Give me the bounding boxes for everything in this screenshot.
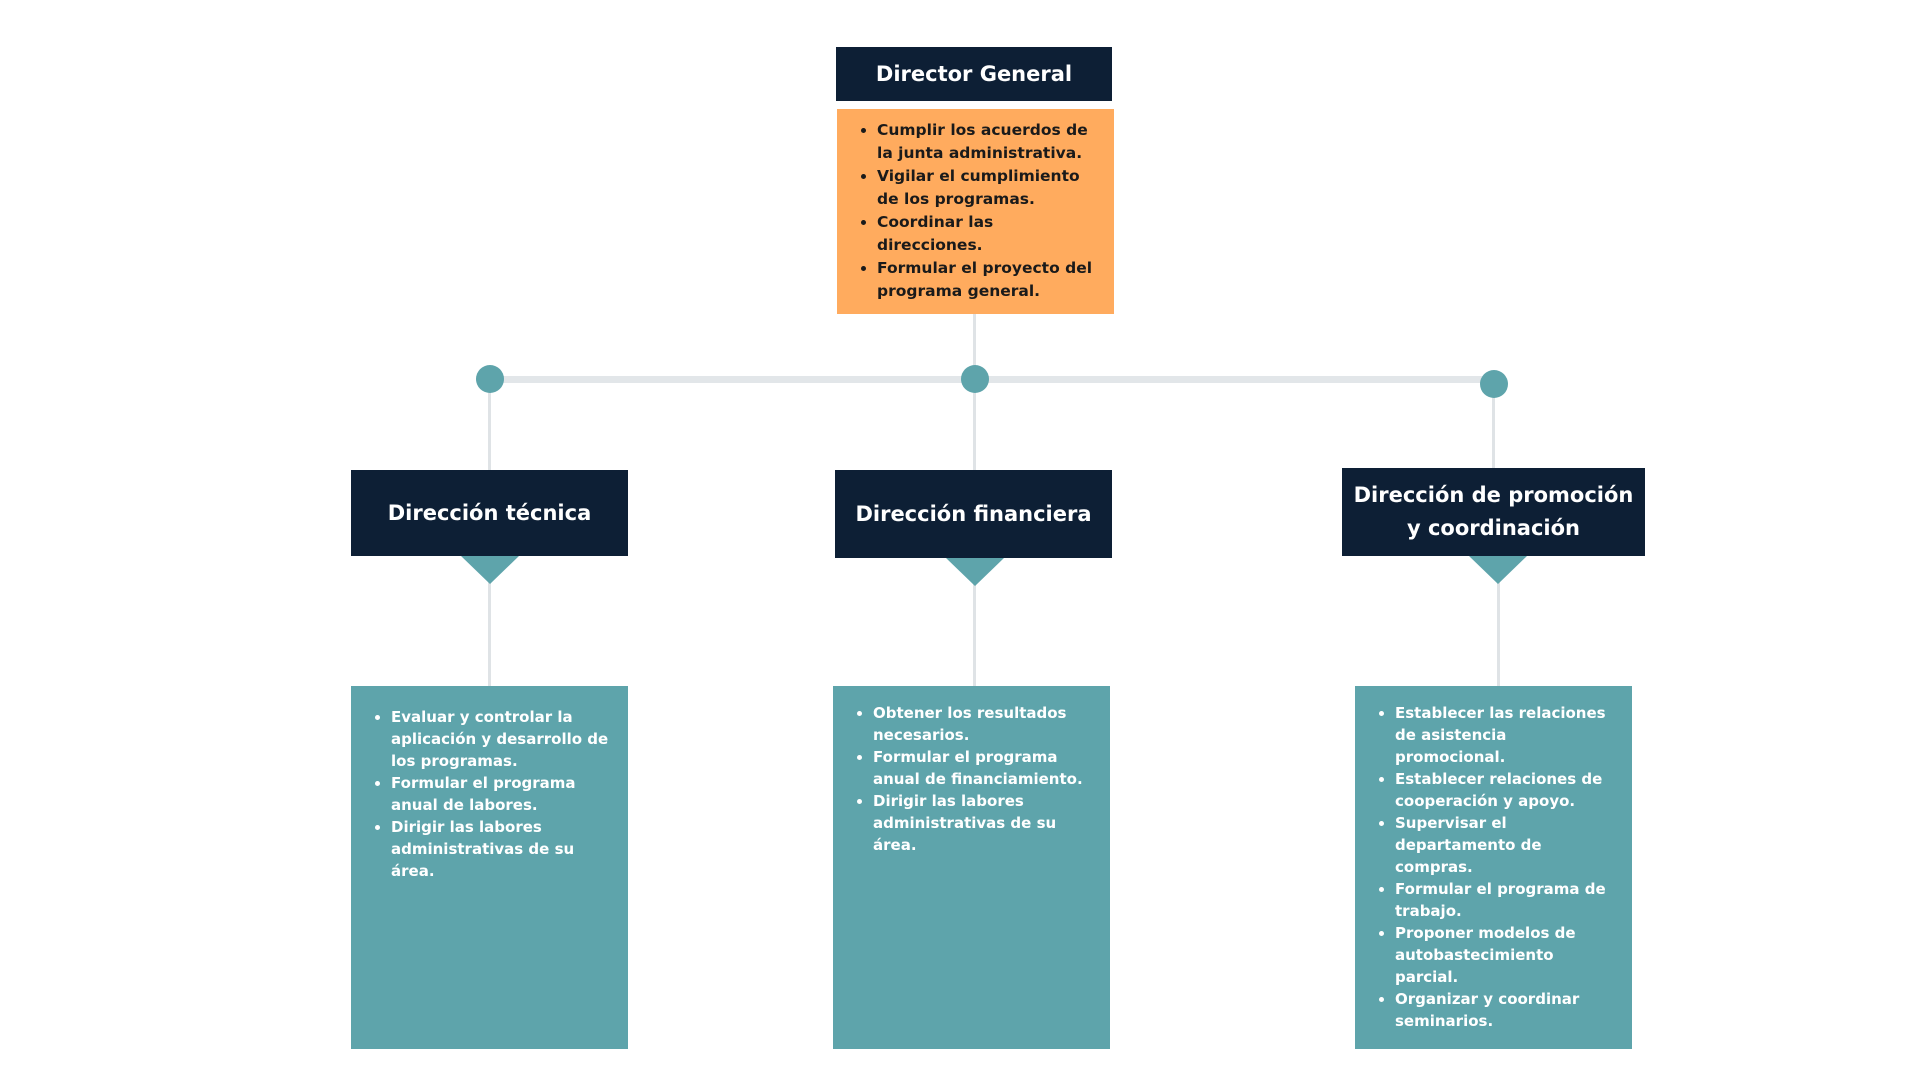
duty-item: Dirigir las labores administrativas de s… <box>873 790 1096 856</box>
director-duty: Vigilar el cumplimiento de los programas… <box>877 165 1104 211</box>
department-header-promocion: Dirección de promoción y coordinación <box>1342 468 1645 556</box>
connector-horizontal <box>488 376 1494 383</box>
node-dot-tecnica <box>476 365 504 393</box>
director-duty: Formular el proyecto del programa genera… <box>877 257 1104 303</box>
duty-item: Formular el programa anual de financiami… <box>873 746 1096 790</box>
department-header-financiera: Dirección financiera <box>835 470 1112 558</box>
department-duties-tecnica: Evaluar y controlar la aplicación y desa… <box>351 686 628 1049</box>
connector-tecnica-lower <box>488 580 491 686</box>
pointer-triangle-financiera <box>946 558 1004 586</box>
duty-item: Establecer relaciones de cooperación y a… <box>1395 768 1618 812</box>
director-duty: Cumplir los acuerdos de la junta adminis… <box>877 119 1104 165</box>
department-title: Dirección técnica <box>387 500 592 525</box>
connector-promocion-upper <box>1492 395 1495 470</box>
duty-item: Supervisar el departamento de compras. <box>1395 812 1618 878</box>
connector-promocion-lower <box>1497 580 1500 686</box>
department-title: Dirección financiera <box>855 501 1092 526</box>
department-duties-promocion: Establecer las relaciones de asistencia … <box>1355 686 1632 1049</box>
connector-tecnica-upper <box>488 392 491 472</box>
director-general-header: Director General <box>836 47 1112 101</box>
connector-financiera-lower <box>973 580 976 686</box>
department-duties-financiera: Obtener los resultados necesarios. Formu… <box>833 686 1110 1049</box>
financiera-duties-list: Obtener los resultados necesarios. Formu… <box>833 702 1096 856</box>
department-header-tecnica: Dirección técnica <box>351 470 628 556</box>
director-duties-list: Cumplir los acuerdos de la junta adminis… <box>837 119 1104 303</box>
duty-item: Dirigir las labores administrativas de s… <box>391 816 614 882</box>
duty-item: Formular el programa anual de labores. <box>391 772 614 816</box>
duty-item: Obtener los resultados necesarios. <box>873 702 1096 746</box>
node-dot-financiera <box>961 365 989 393</box>
duty-item: Organizar y coordinar seminarios. <box>1395 988 1618 1032</box>
tecnica-duties-list: Evaluar y controlar la aplicación y desa… <box>351 706 614 882</box>
duty-item: Formular el programa de trabajo. <box>1395 878 1618 922</box>
director-general-duties: Cumplir los acuerdos de la junta adminis… <box>837 109 1114 314</box>
duty-item: Establecer las relaciones de asistencia … <box>1395 702 1618 768</box>
promocion-duties-list: Establecer las relaciones de asistencia … <box>1355 702 1618 1032</box>
director-duty: Coordinar las direcciones. <box>877 211 1104 257</box>
node-dot-promocion <box>1480 370 1508 398</box>
connector-director-down <box>973 314 976 380</box>
department-title: Dirección de promoción y coordinación <box>1353 483 1634 540</box>
pointer-triangle-promocion <box>1469 556 1527 584</box>
duty-item: Evaluar y controlar la aplicación y desa… <box>391 706 614 772</box>
connector-financiera-upper <box>973 392 976 472</box>
director-general-title: Director General <box>875 61 1073 86</box>
duty-item: Proponer modelos de autobastecimiento pa… <box>1395 922 1618 988</box>
pointer-triangle-tecnica <box>461 556 519 584</box>
